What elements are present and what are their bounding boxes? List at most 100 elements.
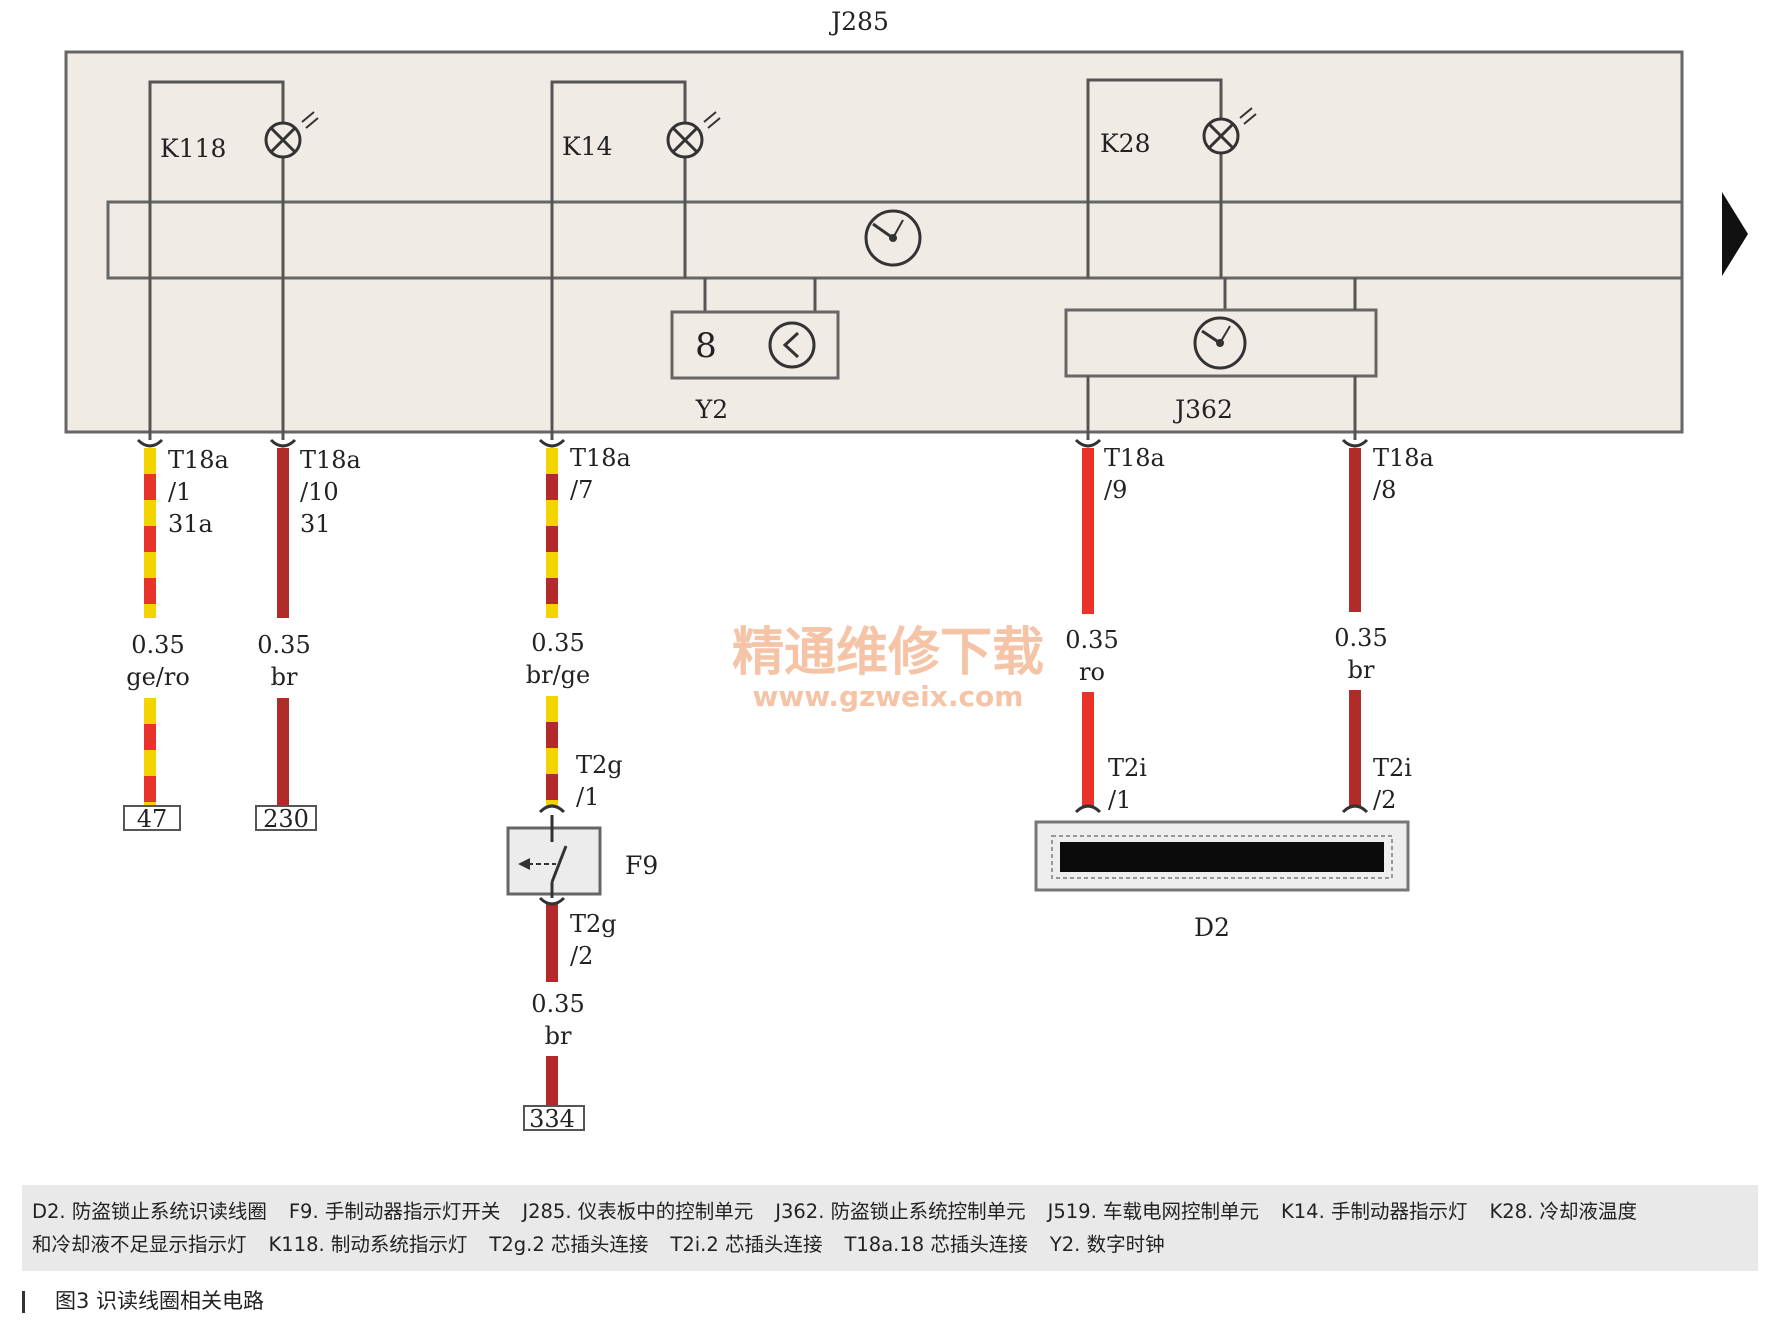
wire-segment	[546, 500, 558, 526]
terminal-230: 230	[255, 805, 317, 833]
wire-segment	[144, 604, 156, 618]
f9-switch: F9	[506, 815, 658, 898]
terminal-47: 47	[123, 805, 181, 833]
legend-item: 和冷却液不足显示指示灯	[32, 1233, 247, 1256]
wire-segment	[277, 802, 289, 806]
wire-segment	[277, 578, 289, 604]
w1-circuit: 31a	[168, 510, 213, 538]
legend-item: K118. 制动系统指示灯	[268, 1233, 468, 1256]
wire-segment	[144, 698, 156, 724]
w1-color: ge/ro	[126, 663, 190, 691]
coil-icon	[1060, 842, 1384, 872]
wire-segment	[144, 552, 156, 578]
terminal-334: 334	[523, 1105, 585, 1133]
wire-segment	[277, 500, 289, 526]
w3b-pin-no: /2	[570, 942, 593, 970]
pin-icon	[538, 896, 566, 906]
w3-gauge: 0.35	[531, 629, 584, 657]
wire-segment	[144, 724, 156, 750]
wire-segment	[277, 776, 289, 802]
wire-segment	[546, 774, 558, 800]
wire-segment	[546, 604, 558, 618]
bus-gauge-icon	[864, 209, 922, 267]
w1-pin: T18a	[168, 446, 229, 474]
w3b-pin: T2g	[570, 910, 617, 938]
pin-icon	[1074, 804, 1102, 814]
terminal-334-label: 334	[529, 1105, 575, 1133]
wire-segment	[546, 526, 558, 552]
k14-label: K14	[562, 132, 613, 161]
wire-segment	[1082, 796, 1094, 806]
k14-circuit: K14	[550, 80, 721, 278]
wire-segment	[1349, 578, 1361, 604]
wire-segment	[277, 724, 289, 750]
circuit-diagram: J285 K118 K14 K28	[64, 7, 1748, 1133]
wire-segment	[1082, 526, 1094, 552]
wire-segment	[1349, 474, 1361, 500]
wire-segment	[1082, 770, 1094, 796]
wire-segment	[1349, 500, 1361, 526]
w2-color: br	[271, 663, 298, 691]
w5-end-pin: T2i	[1373, 754, 1412, 782]
d2-coil: D2	[1034, 820, 1410, 942]
internal-wires	[148, 278, 1357, 440]
wire-segment	[1349, 768, 1361, 794]
wire-segment	[546, 930, 558, 956]
wire-segment	[546, 800, 558, 806]
wire-segment	[546, 1056, 558, 1082]
wire-segment	[546, 1082, 558, 1106]
immobilizer-icon	[1193, 316, 1247, 370]
wire-segment	[546, 578, 558, 604]
legend-item: T2g.2 芯插头连接	[489, 1233, 649, 1256]
figure-caption: 图3 识读线圈相关电路	[22, 1285, 264, 1315]
f9-label: F9	[625, 851, 658, 880]
pin-icon	[269, 438, 297, 448]
w3-color: br/ge	[526, 661, 591, 689]
legend-item: D2. 防盗锁止系统识读线圈	[32, 1200, 267, 1223]
wire-segment	[546, 956, 558, 982]
wire-segment	[144, 802, 156, 806]
w2-circuit: 31	[300, 510, 331, 538]
caption-bar	[22, 1291, 25, 1313]
y2-digit: 8	[695, 326, 717, 366]
legend-line-2: 和冷却液不足显示指示灯 K118. 制动系统指示灯 T2g.2 芯插头连接 T2i.2…	[32, 1228, 1748, 1261]
wire-segment	[546, 552, 558, 578]
y2-label: Y2	[695, 395, 728, 424]
w5-color: br	[1348, 656, 1375, 684]
wire-segment	[1349, 794, 1361, 806]
wire-segment	[1082, 744, 1094, 770]
wire-segment	[546, 474, 558, 500]
wire-segment	[144, 578, 156, 604]
pin-icon	[538, 804, 566, 814]
w1-pin-no: /1	[168, 478, 191, 506]
k118-label: K118	[160, 134, 226, 163]
wire-segment	[1082, 604, 1094, 614]
legend-item: K28. 冷却液温度	[1489, 1200, 1637, 1223]
pin-icon	[1074, 438, 1102, 448]
j362-label: J362	[1172, 395, 1233, 424]
wire-segment	[1082, 578, 1094, 604]
w5-end-pin-no: /2	[1373, 786, 1396, 814]
legend-item: T2i.2 芯插头连接	[670, 1233, 823, 1256]
w2-pin-no: /10	[300, 478, 339, 506]
wire-segment	[546, 904, 558, 930]
wire-segment	[1082, 692, 1094, 718]
continue-arrow-icon	[1722, 192, 1748, 276]
wire-segment	[144, 474, 156, 500]
pin-icon	[1341, 438, 1369, 448]
wire-segment	[144, 776, 156, 802]
legend-item: J519. 车载电网控制单元	[1047, 1200, 1259, 1223]
k28-label: K28	[1100, 129, 1151, 158]
w3-pin-no: /7	[570, 476, 593, 504]
k118-circuit: K118	[148, 80, 319, 278]
k28-circuit: K28	[1086, 78, 1257, 278]
caption-text: 图3 识读线圈相关电路	[55, 1289, 265, 1313]
wire-segment	[1082, 474, 1094, 500]
wire-segment	[144, 500, 156, 526]
legend-item: K14. 手制动器指示灯	[1280, 1200, 1468, 1223]
wire-segment	[144, 750, 156, 776]
w2-gauge: 0.35	[257, 631, 310, 659]
d2-label: D2	[1194, 913, 1230, 942]
wire-segment	[546, 448, 558, 474]
legend-item: Y2. 数字时钟	[1049, 1233, 1165, 1256]
